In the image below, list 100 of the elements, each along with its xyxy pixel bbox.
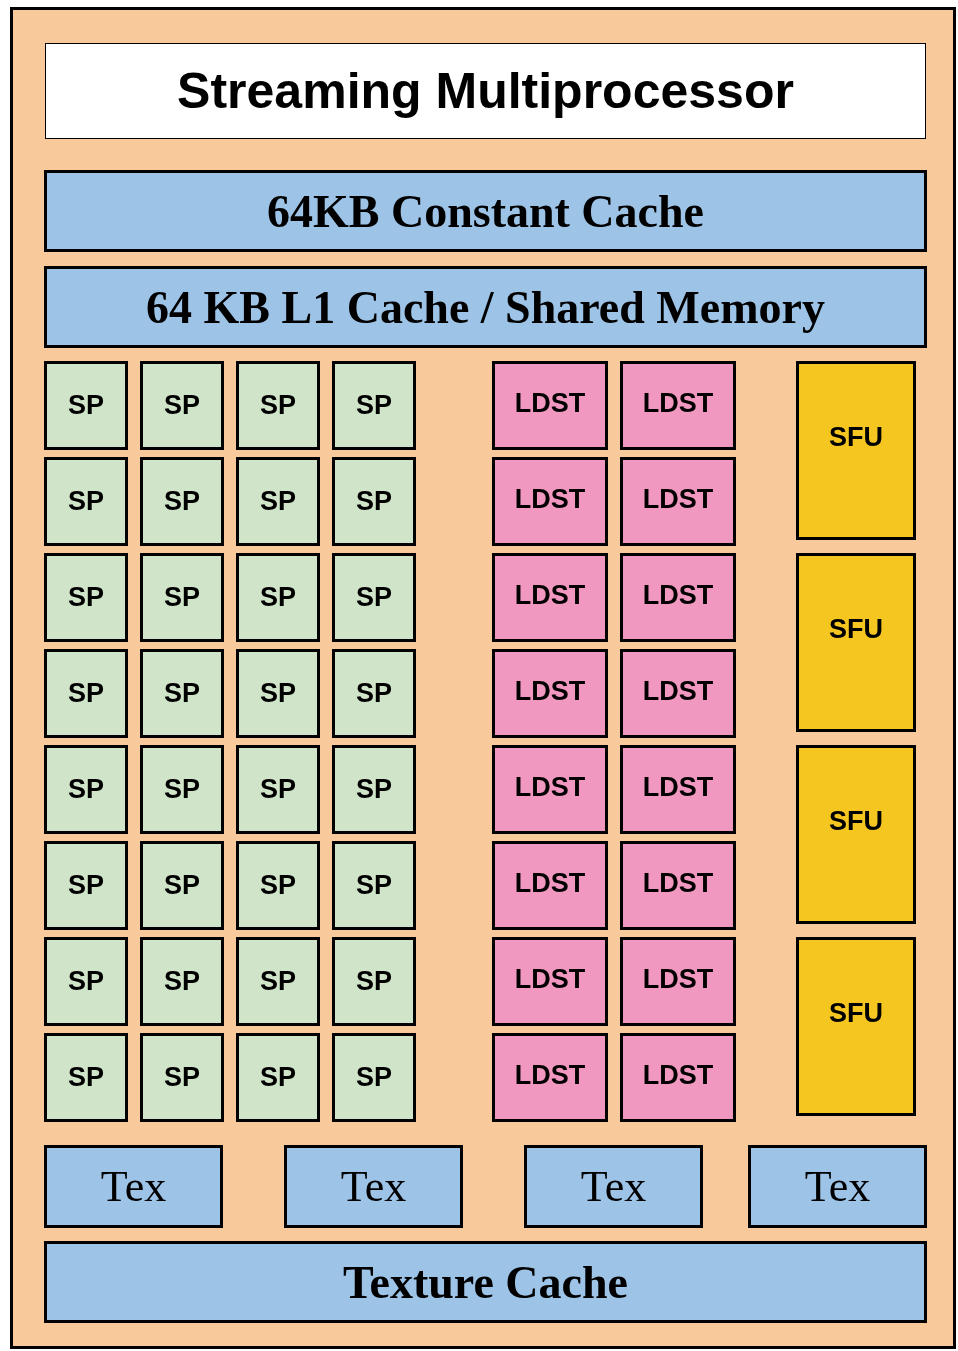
unit-label: SP [68, 390, 104, 421]
unit-label: LDST [514, 868, 586, 899]
unit-label: Tex [804, 1161, 871, 1212]
ldst-unit-box [620, 1033, 736, 1122]
unit-label: LDST [514, 388, 586, 419]
unit-label: SP [164, 774, 200, 805]
sfu-unit-box [796, 745, 916, 924]
unit-label: LDST [642, 1060, 714, 1091]
tex-unit-box [284, 1145, 463, 1228]
unit-label: SFU [829, 422, 883, 453]
unit-label: SP [164, 390, 200, 421]
sp-core-box [140, 841, 224, 930]
sfu-unit-box [796, 361, 916, 540]
sp-core-box [236, 745, 320, 834]
sp-core-box [44, 649, 128, 738]
sp-core-box [236, 649, 320, 738]
unit-label: LDST [642, 868, 714, 899]
streaming-multiprocessor-panel [10, 7, 956, 1349]
unit-label: SP [260, 486, 296, 517]
unit-label: LDST [642, 676, 714, 707]
sp-core-box [236, 361, 320, 450]
unit-label: SP [356, 582, 392, 613]
sp-core-box [332, 361, 416, 450]
unit-label: SP [68, 870, 104, 901]
unit-label: SP [164, 966, 200, 997]
unit-label: SP [356, 390, 392, 421]
sp-core-box [236, 1033, 320, 1122]
sp-core-box [44, 457, 128, 546]
unit-label: LDST [642, 964, 714, 995]
unit-label: 64 KB L1 Cache / Shared Memory [146, 280, 825, 334]
unit-label: SP [356, 486, 392, 517]
ldst-unit-box [492, 553, 608, 642]
unit-label: LDST [642, 580, 714, 611]
unit-label: SP [260, 1062, 296, 1093]
tex-unit-box [748, 1145, 927, 1228]
unit-label: SP [68, 774, 104, 805]
sp-core-box [140, 457, 224, 546]
sp-core-box [44, 361, 128, 450]
unit-label: LDST [642, 772, 714, 803]
unit-label: SP [260, 870, 296, 901]
sp-core-box [140, 553, 224, 642]
sfu-unit-box [796, 553, 916, 732]
unit-label: SP [164, 486, 200, 517]
cache-box [44, 170, 927, 252]
sp-core-box [140, 649, 224, 738]
unit-label: LDST [514, 964, 586, 995]
ldst-unit-box [492, 841, 608, 930]
unit-label: Texture Cache [343, 1255, 628, 1309]
ldst-unit-box [492, 937, 608, 1026]
ldst-unit-box [492, 745, 608, 834]
sp-core-box [44, 937, 128, 1026]
unit-label: SP [260, 678, 296, 709]
ldst-unit-box [492, 1033, 608, 1122]
sp-core-box [332, 649, 416, 738]
ldst-unit-box [620, 457, 736, 546]
ldst-unit-box [620, 553, 736, 642]
unit-label: SP [68, 966, 104, 997]
sp-core-box [332, 745, 416, 834]
unit-label: SFU [829, 806, 883, 837]
unit-label: LDST [514, 1060, 586, 1091]
unit-label: Tex [100, 1161, 167, 1212]
unit-label: LDST [514, 676, 586, 707]
sp-core-box [236, 553, 320, 642]
sp-core-box [332, 1033, 416, 1122]
unit-label: SP [68, 678, 104, 709]
unit-label: SP [260, 966, 296, 997]
unit-label: 64KB Constant Cache [267, 184, 704, 238]
sp-core-box [44, 745, 128, 834]
unit-label: SP [68, 1062, 104, 1093]
ldst-unit-box [620, 649, 736, 738]
sp-core-box [140, 745, 224, 834]
unit-label: SP [356, 870, 392, 901]
unit-label: SP [356, 774, 392, 805]
unit-label: LDST [514, 772, 586, 803]
sp-core-box [44, 1033, 128, 1122]
unit-label: Tex [580, 1161, 647, 1212]
unit-label: SP [164, 582, 200, 613]
unit-label: SP [68, 486, 104, 517]
sp-core-box [140, 937, 224, 1026]
unit-label: SP [356, 966, 392, 997]
unit-label: SP [260, 774, 296, 805]
unit-label: SP [356, 1062, 392, 1093]
sp-core-box [140, 361, 224, 450]
unit-label: SP [260, 390, 296, 421]
unit-label: SP [164, 1062, 200, 1093]
sp-core-box [44, 841, 128, 930]
tex-unit-box [524, 1145, 703, 1228]
ldst-unit-box [620, 937, 736, 1026]
ldst-unit-box [620, 361, 736, 450]
tex-unit-box [44, 1145, 223, 1228]
sp-core-box [236, 457, 320, 546]
unit-label: LDST [642, 388, 714, 419]
sp-core-box [332, 937, 416, 1026]
unit-label: LDST [642, 484, 714, 515]
unit-label: SP [356, 678, 392, 709]
ldst-unit-box [620, 745, 736, 834]
unit-label: SP [260, 582, 296, 613]
title-box [45, 43, 926, 139]
sp-core-box [332, 457, 416, 546]
sfu-unit-box [796, 937, 916, 1116]
